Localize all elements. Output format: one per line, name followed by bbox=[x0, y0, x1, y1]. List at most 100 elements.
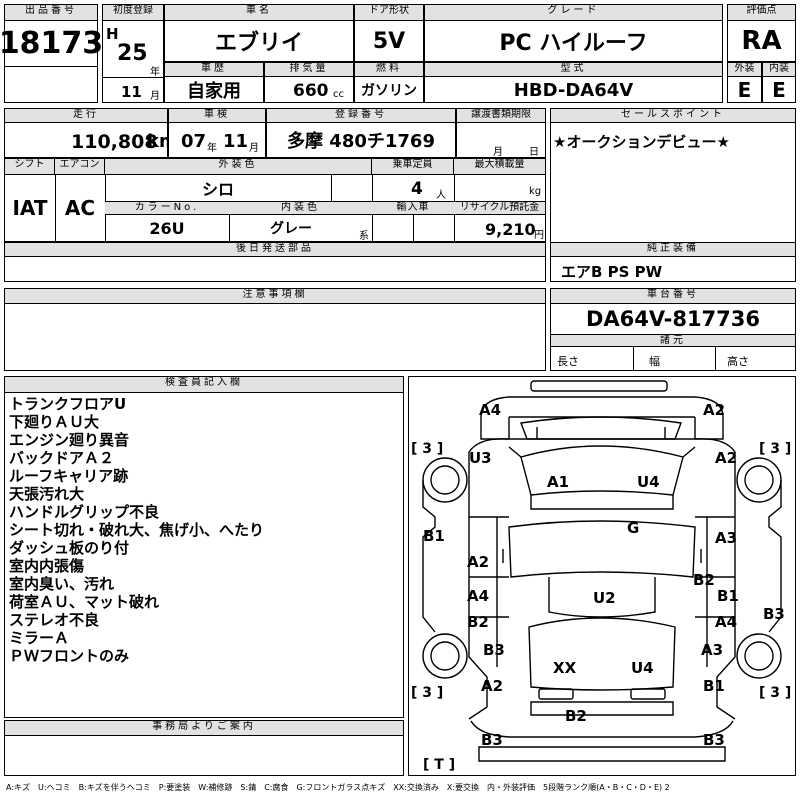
inspector-box: 検査員記入欄 トランクフロアU 下廻りＡＵ大 エンジン廻り異音 バックドアＡ２ … bbox=[4, 376, 404, 718]
registration-year: 25 bbox=[117, 41, 148, 66]
genuine-equipment-box: 純正装備 エアB PS PW bbox=[550, 242, 796, 282]
first-registration-box: 初度登録 H 25 年 11 月 bbox=[102, 4, 164, 103]
inspection-label: 車検 bbox=[169, 109, 265, 123]
model: HBD-DA64V bbox=[513, 79, 634, 101]
inspection-month: 11 bbox=[223, 131, 249, 152]
damage-b2-left: B2 bbox=[467, 613, 489, 631]
model-label: 型式 bbox=[425, 63, 722, 77]
sales-point-box: セールスポイント ★オークションデビュー★ bbox=[550, 108, 796, 254]
int-color-unit: 系 bbox=[359, 231, 369, 242]
color-number: 26U bbox=[149, 218, 185, 238]
damage-u3: U3 bbox=[469, 449, 492, 467]
office-label: 事務局よりご案内 bbox=[5, 721, 403, 736]
inspector-label: 検査員記入欄 bbox=[5, 377, 403, 393]
damage-u4-rear: U4 bbox=[631, 659, 654, 677]
damage-b1-left: B1 bbox=[423, 527, 445, 545]
note-line: 室内臭い、汚れ bbox=[9, 575, 115, 593]
interior-label: 内装 bbox=[763, 63, 795, 77]
note-line: トランクフロアU bbox=[9, 395, 127, 413]
inspection-year: 07 bbox=[181, 131, 207, 152]
ext-color-label: 外装色 bbox=[105, 159, 372, 175]
note-line: 室内内張傷 bbox=[9, 557, 85, 575]
exterior-grade: E bbox=[737, 78, 752, 102]
int-color: グレー bbox=[270, 221, 312, 237]
score: RA bbox=[741, 26, 782, 56]
damage-b3-bottom-left: B3 bbox=[481, 731, 503, 749]
caution-box: 注意事項欄 bbox=[4, 288, 546, 371]
vehicle-details-box: シフト エアコン 外装色 乗車定員 最大積載量 IAT AC シロ 4 人 kg… bbox=[4, 158, 546, 242]
damage-b3-left: B3 bbox=[483, 641, 505, 659]
score-label: 評価点 bbox=[728, 5, 795, 21]
lot-number-label: 出品番号 bbox=[5, 5, 97, 21]
fuel-box: 燃料 ガソリン bbox=[354, 62, 424, 103]
import-label: 輸入車 bbox=[372, 201, 454, 215]
mileage-box: 走行 110,808 km bbox=[4, 108, 178, 158]
note-line: 天張汚れ大 bbox=[9, 485, 85, 503]
ac-label: エアコン bbox=[55, 159, 105, 175]
damage-b1-rear-right: B1 bbox=[703, 677, 725, 695]
transfer-box: 譲渡書類期限 月 日 bbox=[456, 108, 546, 158]
note-line: 下廻りＡＵ大 bbox=[9, 413, 100, 431]
inspector-notes: トランクフロアU 下廻りＡＵ大 エンジン廻り異音 バックドアＡ２ ルーフキャリア… bbox=[9, 395, 264, 665]
displacement-unit: cc bbox=[333, 89, 344, 100]
damage-a2-left: A2 bbox=[467, 553, 490, 571]
max-load-unit: kg bbox=[529, 186, 542, 197]
damage-a4-left: A4 bbox=[467, 587, 490, 605]
note-line: 荷室ＡＵ、マット破れ bbox=[9, 593, 160, 611]
damage-diagram: A4 A2 [ 3 ] [ 3 ] U3 A2 A1 U4 G B1 A3 A2… bbox=[408, 376, 796, 776]
door-box: ドア形状 5V bbox=[354, 4, 424, 62]
int-color-label: 内装色 bbox=[229, 201, 372, 215]
registration-month: 11 bbox=[121, 83, 142, 101]
later-parts-box: 後日発送部品 bbox=[4, 242, 546, 282]
damage-a3-right-rear: A3 bbox=[701, 641, 724, 659]
specs-label: 諸元 bbox=[551, 334, 795, 347]
office-box: 事務局よりご案内 bbox=[4, 720, 404, 776]
damage-u4-roof: U4 bbox=[637, 473, 660, 491]
model-box: 型式 HBD-DA64V bbox=[424, 62, 723, 103]
inspection-month-unit: 月 bbox=[249, 143, 259, 154]
spare-tire: [ T ] bbox=[423, 757, 456, 773]
fuel-label: 燃料 bbox=[355, 63, 423, 77]
transfer-label: 譲渡書類期限 bbox=[457, 109, 545, 123]
car-name-label: 車名 bbox=[165, 5, 353, 21]
era: H bbox=[106, 25, 119, 43]
tire-front-right: [ 3 ] bbox=[759, 441, 792, 457]
ext-color: シロ bbox=[201, 180, 234, 199]
chassis-label: 車台番号 bbox=[551, 289, 795, 304]
plate-number: 多摩 480チ1769 bbox=[287, 131, 435, 152]
recycle-fee: 9,210 bbox=[485, 220, 536, 239]
damage-g: G bbox=[627, 519, 640, 537]
sales-point-label: セールスポイント bbox=[551, 109, 795, 123]
month-unit: 月 bbox=[150, 91, 160, 102]
damage-a2-rear-left: A2 bbox=[481, 677, 504, 695]
mileage-label: 走行 bbox=[5, 109, 167, 123]
displacement-box: 排気量 660 cc bbox=[264, 62, 354, 103]
width-label: 幅 bbox=[649, 355, 660, 368]
capacity-label: 乗車定員 bbox=[372, 159, 454, 175]
history-box: 車歴 自家用 bbox=[164, 62, 264, 103]
genuine-equipment: エアB PS PW bbox=[561, 263, 663, 281]
transfer-day-unit: 日 bbox=[529, 147, 539, 158]
damage-b1-right: B1 bbox=[717, 587, 739, 605]
fuel: ガソリン bbox=[361, 83, 417, 99]
grade-box: グレード PC ハイルーフ bbox=[424, 4, 723, 62]
note-line: シート切れ・破れ大、焦げ小、へたり bbox=[9, 521, 265, 539]
capacity-unit: 人 bbox=[436, 190, 446, 201]
damage-a3-right: A3 bbox=[715, 529, 738, 547]
genuine-label: 純正装備 bbox=[551, 243, 795, 257]
note-line: ミラーＡ bbox=[9, 629, 70, 647]
damage-b3-right-side: B3 bbox=[763, 605, 785, 623]
grade: PC ハイルーフ bbox=[499, 31, 648, 56]
chassis-number: DA64V-817736 bbox=[585, 307, 761, 331]
displacement: 660 bbox=[293, 81, 329, 101]
damage-u2: U2 bbox=[593, 589, 616, 607]
tire-rear-right: [ 3 ] bbox=[759, 685, 792, 701]
lot-number-box: 出品番号 18173 bbox=[0, 4, 103, 103]
first-registration-label: 初度登録 bbox=[103, 5, 163, 21]
damage-a4-right: A4 bbox=[715, 613, 738, 631]
note-line: ハンドルグリップ不良 bbox=[9, 503, 160, 521]
interior-grade: E bbox=[772, 78, 786, 102]
damage-a1: A1 bbox=[547, 473, 570, 491]
later-parts-label: 後日発送部品 bbox=[5, 243, 545, 257]
note-line: ステレオ不良 bbox=[9, 611, 100, 629]
